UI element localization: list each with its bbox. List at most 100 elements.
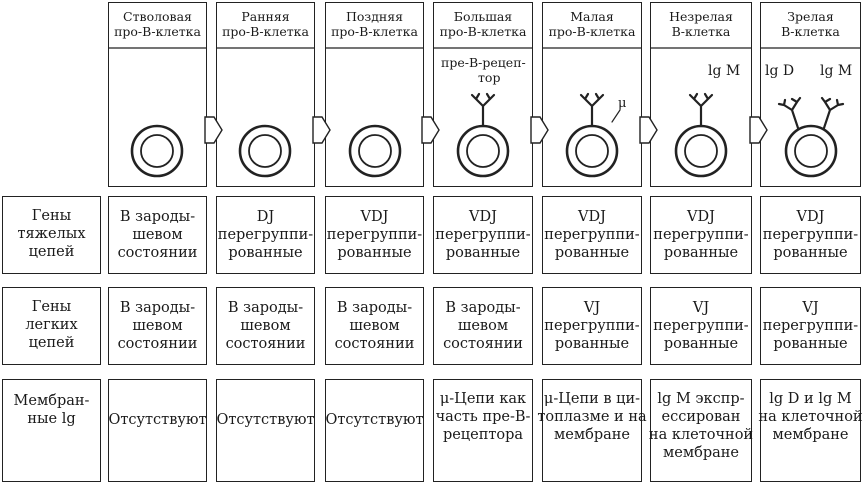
- cell-line: шевом: [132, 227, 183, 243]
- row-label-heavy-chain-genes: Гены тяжелых цепей: [2, 196, 101, 274]
- pre-b-receptor-label: пре-В-рецеп-: [441, 55, 526, 70]
- stage-subtitle: про-В-клетка: [331, 24, 418, 39]
- igm-label: lg M: [820, 63, 853, 79]
- cell-line: перегруппи-: [217, 227, 314, 243]
- cell-line: перегруппи-: [544, 318, 640, 334]
- cell-line: рованные: [663, 245, 739, 261]
- light-cell-large: В зароды-шевом состоянии: [433, 287, 533, 365]
- igm-receptor-icon: [820, 96, 845, 130]
- stage-title: Поздняя: [345, 9, 404, 24]
- pre-b-receptor-label-cont: тор: [478, 70, 501, 85]
- cell-icon: [565, 124, 619, 178]
- cell-line: перегруппи-: [762, 318, 859, 334]
- stage-subtitle: В-клетка: [781, 24, 840, 39]
- cell-line: мембране: [772, 427, 849, 443]
- cell-line: на клеточной: [758, 409, 863, 425]
- igm-label: lg M: [708, 63, 741, 79]
- cell-line: В зароды-: [445, 300, 521, 316]
- cell-icon: [238, 124, 292, 178]
- cell-line: lg D и lg M: [769, 391, 852, 407]
- cell-line: перегруппи-: [544, 227, 640, 243]
- cell-line: состоянии: [225, 336, 306, 352]
- membrane-cell-stem: Отсутствуют: [108, 379, 207, 482]
- stage-title: Ранняя: [241, 9, 290, 24]
- igd-receptor-icon: [777, 96, 802, 130]
- stage-title: Стволовая: [123, 9, 192, 24]
- cell-line: перегруппи-: [653, 318, 749, 334]
- cell-icon: [130, 124, 184, 178]
- cell-line: состоянии: [117, 336, 198, 352]
- cell-icon: [674, 124, 728, 178]
- cell-icon: [348, 124, 402, 178]
- row-label-line: тяжелых: [17, 226, 86, 242]
- stage-title: Зрелая: [787, 9, 834, 24]
- arrow-right-icon: [530, 116, 549, 144]
- cell-line: DJ: [256, 209, 275, 225]
- cell-line: В зароды-: [119, 300, 196, 316]
- stage-title: Большая: [453, 9, 513, 24]
- cell-line: рованные: [228, 245, 303, 261]
- row-label-line: Гены: [31, 208, 72, 224]
- cell-line: VDJ: [687, 209, 715, 225]
- arrow-right-icon: [312, 116, 331, 144]
- cell-line: рецептора: [442, 427, 524, 443]
- mu-label: μ: [618, 96, 627, 111]
- cell-line: В зароды-: [227, 300, 304, 316]
- cell-icon: [456, 124, 510, 178]
- cell-line: состоянии: [334, 336, 415, 352]
- igd-label: lg D: [765, 63, 795, 79]
- cell-line: шевом: [349, 318, 400, 334]
- row-label-light-chain-genes: Гены легких цепей: [2, 287, 101, 365]
- cell-drawings: [108, 47, 861, 178]
- membrane-cell-late: Отсутствуют: [325, 379, 424, 482]
- stage-subtitle: про-В-клетка: [548, 24, 636, 39]
- row-label-line: цепей: [28, 335, 75, 351]
- cell-line: рованные: [337, 245, 412, 261]
- cell-line: рованные: [663, 336, 739, 352]
- cell-line: мембране: [553, 427, 631, 443]
- cell-line: VDJ: [796, 209, 825, 225]
- stage-title: Незрелая: [669, 9, 733, 24]
- stage-title: Малая: [570, 9, 614, 24]
- cell-line: рованные: [773, 245, 848, 261]
- cell-line: μ-Цепи как: [439, 391, 527, 407]
- cell-line: Отсутствуют: [108, 412, 207, 428]
- row-label-membrane-ig: Мембран- ные lg: [2, 379, 101, 482]
- cell-line: VJ: [802, 300, 819, 316]
- cell-line: топлазме и на: [537, 409, 647, 425]
- cell-line: VDJ: [360, 209, 389, 225]
- cell-line: Отсутствуют: [325, 412, 424, 428]
- stage-subtitle: про-В-клетка: [114, 24, 201, 39]
- light-cell-early: В зароды-шевом состоянии: [216, 287, 315, 365]
- cell-line: мембране: [662, 445, 740, 461]
- cell-line: шевом: [457, 318, 509, 334]
- arrow-right-icon: [421, 116, 440, 144]
- cell-line: часть пре-В-: [435, 409, 531, 425]
- cell-line: рованные: [445, 245, 521, 261]
- membrane-cell-large: μ-Цепи как часть пре-В-рецептора: [433, 379, 533, 482]
- cell-line: на клеточной: [648, 427, 754, 443]
- heavy-cell-early: DJ перегруппи-рованные: [216, 196, 315, 274]
- cell-line: шевом: [240, 318, 291, 334]
- stage-subtitle: про-В-клетка: [222, 24, 309, 39]
- cell-line: VJ: [692, 300, 710, 316]
- light-cell-immature: VJ перегруппи-рованные: [650, 287, 752, 365]
- cell-line: состоянии: [443, 336, 523, 352]
- cell-line: ессирован: [661, 409, 741, 425]
- mu-chain-receptor-icon: [579, 92, 621, 128]
- igm-receptor-icon: [688, 92, 714, 128]
- cell-line: В зароды-: [119, 209, 196, 225]
- cell-line: VDJ: [578, 209, 606, 225]
